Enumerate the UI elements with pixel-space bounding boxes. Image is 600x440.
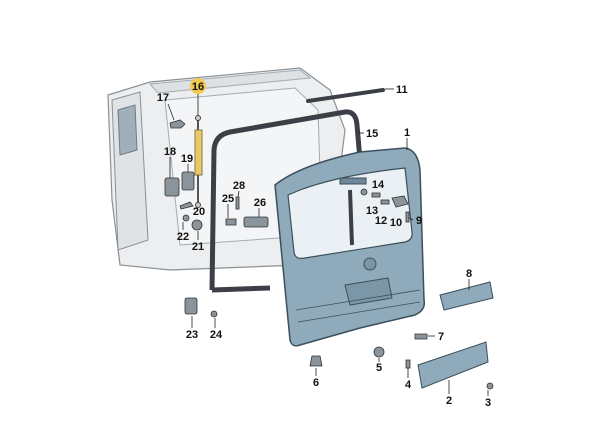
- label-3[interactable]: 3: [485, 397, 491, 409]
- label-7[interactable]: 7: [438, 331, 444, 343]
- label-12[interactable]: 12: [375, 215, 387, 227]
- part-2-trim: [417, 341, 489, 389]
- label-4[interactable]: 4: [405, 379, 412, 391]
- label-6[interactable]: 6: [313, 377, 319, 389]
- label-5[interactable]: 5: [376, 362, 382, 374]
- part-labels: 16 17 11 15 1 18 19 28 14 25 26 20 13 9 …: [157, 81, 491, 409]
- label-2[interactable]: 2: [446, 395, 452, 407]
- label-11[interactable]: 11: [396, 84, 408, 96]
- label-17[interactable]: 17: [157, 92, 169, 104]
- label-25[interactable]: 25: [222, 193, 234, 205]
- part-8-cover: [439, 281, 494, 311]
- label-22[interactable]: 22: [177, 231, 189, 243]
- part-1-tailgate: [274, 147, 426, 347]
- part-15-seal: [209, 109, 363, 291]
- small-parts: [164, 119, 494, 390]
- part-11-strip: [306, 88, 385, 103]
- highlight-marker: [190, 78, 206, 94]
- label-18[interactable]: 18: [164, 146, 176, 158]
- label-13[interactable]: 13: [366, 205, 378, 217]
- label-23[interactable]: 23: [186, 329, 198, 341]
- label-14[interactable]: 14: [372, 179, 385, 191]
- part-16-gas-strut: [194, 115, 203, 208]
- label-16[interactable]: 16: [192, 81, 204, 93]
- label-24[interactable]: 24: [210, 329, 223, 341]
- label-15[interactable]: 15: [366, 128, 378, 140]
- label-26[interactable]: 26: [254, 197, 266, 209]
- leader-lines: [167, 88, 489, 396]
- vehicle-body: [107, 67, 346, 271]
- label-28[interactable]: 28: [233, 180, 245, 192]
- label-1[interactable]: 1: [404, 127, 410, 139]
- label-21[interactable]: 21: [192, 241, 204, 253]
- label-8[interactable]: 8: [466, 268, 472, 280]
- label-19[interactable]: 19: [181, 153, 193, 165]
- label-20[interactable]: 20: [193, 206, 205, 218]
- label-10[interactable]: 10: [390, 217, 402, 229]
- label-9[interactable]: 9: [416, 215, 422, 227]
